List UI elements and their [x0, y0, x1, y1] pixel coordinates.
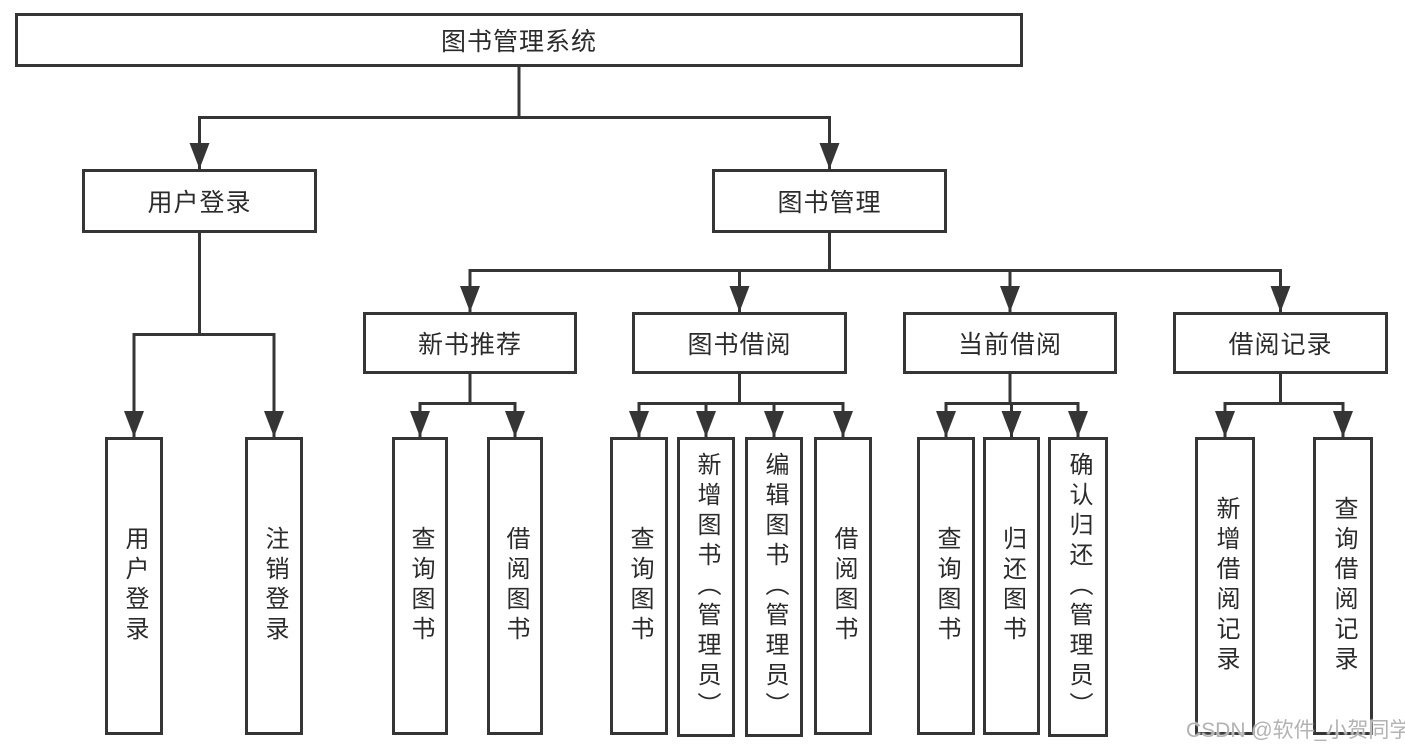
- node-borrowing-records: 借阅记录: [1173, 312, 1388, 374]
- leaf-recommend-query-books-label: 查询图书: [407, 526, 434, 646]
- connector-root-to-level2: [189, 66, 840, 169]
- node-user-login-label: 用户登录: [147, 189, 252, 217]
- node-book-management-label: 图书管理: [777, 189, 882, 217]
- node-book-borrowing-label: 图书借阅: [687, 331, 792, 359]
- leaf-user-login-label: 用户登录: [121, 526, 148, 646]
- leaf-borrowing-borrow-books-label: 借阅图书: [830, 526, 857, 646]
- leaf-borrowing-edit-books-admin: 编辑图书（管理员）: [745, 437, 803, 737]
- leaf-current-return-books: 归还图书: [983, 437, 1040, 735]
- connector-book-borrowing-to-leaves: [629, 374, 853, 437]
- node-root: 图书管理系统: [15, 13, 1023, 67]
- leaf-records-add-borrow-record: 新增借阅记录: [1195, 437, 1255, 735]
- leaf-current-query-books-label: 查询图书: [933, 526, 960, 646]
- node-current-borrowing-label: 当前借阅: [957, 331, 1062, 359]
- connector-borrowing-records-to-leaves: [1215, 374, 1353, 437]
- node-new-book-recommendation: 新书推荐: [363, 312, 577, 374]
- leaf-recommend-borrow-books: 借阅图书: [487, 437, 543, 735]
- connector-user-login-to-leaves: [124, 233, 284, 437]
- leaf-current-confirm-return-admin: 确认归还（管理员）: [1048, 437, 1108, 737]
- node-new-book-recommendation-label: 新书推荐: [417, 331, 522, 359]
- node-user-login: 用户登录: [82, 169, 317, 233]
- leaf-logout-label: 注销登录: [261, 526, 288, 646]
- node-book-borrowing: 图书借阅: [632, 312, 847, 374]
- leaf-borrowing-query-books-label: 查询图书: [626, 526, 653, 646]
- connector-new-book-recommendation-to-leaves: [410, 374, 525, 437]
- leaf-user-login: 用户登录: [105, 437, 163, 735]
- leaf-logout: 注销登录: [245, 437, 303, 735]
- leaf-records-query-borrow-record-label: 查询借阅记录: [1330, 496, 1357, 676]
- node-book-management: 图书管理: [712, 169, 947, 233]
- node-root-label: 图书管理系统: [440, 28, 597, 56]
- connector-book-management-to-level3: [460, 233, 1291, 312]
- leaf-recommend-borrow-books-label: 借阅图书: [502, 526, 529, 646]
- leaf-borrowing-query-books: 查询图书: [610, 437, 668, 735]
- node-borrowing-records-label: 借阅记录: [1228, 331, 1333, 359]
- leaf-current-confirm-return-admin-label: 确认归还（管理员）: [1065, 452, 1092, 722]
- leaf-borrowing-edit-books-admin-label: 编辑图书（管理员）: [761, 452, 788, 722]
- leaf-recommend-query-books: 查询图书: [392, 437, 448, 735]
- leaf-records-add-borrow-record-label: 新增借阅记录: [1212, 496, 1239, 676]
- node-current-borrowing: 当前借阅: [903, 312, 1117, 374]
- connector-current-borrowing-to-leaves: [936, 374, 1088, 437]
- leaf-borrowing-add-books-admin-label: 新增图书（管理员）: [693, 452, 720, 722]
- leaf-current-return-books-label: 归还图书: [998, 526, 1026, 646]
- csdn-watermark: CSDN @软件_小贺同学: [1186, 719, 1405, 742]
- leaf-borrowing-add-books-admin: 新增图书（管理员）: [677, 437, 735, 737]
- leaf-records-query-borrow-record: 查询借阅记录: [1313, 437, 1373, 735]
- leaf-current-query-books: 查询图书: [917, 437, 975, 735]
- leaf-borrowing-borrow-books: 借阅图书: [814, 437, 872, 735]
